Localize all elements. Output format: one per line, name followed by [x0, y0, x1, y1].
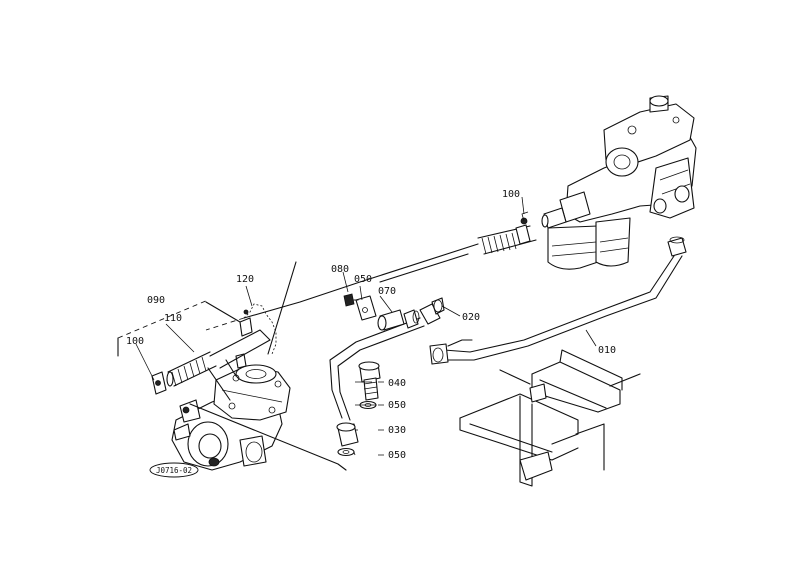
- coupling-070: [377, 309, 420, 331]
- banjo-bolt-stack: [336, 361, 381, 457]
- suction-line-hidden: [205, 317, 245, 331]
- pump-assembly: [541, 95, 697, 270]
- steering-column: [151, 329, 271, 414]
- callout-100-lower: 100: [126, 336, 144, 347]
- callout-120: 120: [236, 274, 254, 285]
- callout-100-upper: 100: [502, 189, 520, 200]
- callout-010: 010: [598, 345, 616, 356]
- feed-pipe: [329, 297, 445, 421]
- drawing-code: J0716-02: [156, 466, 192, 475]
- spline-gear: [239, 303, 277, 355]
- callout-080: 080: [331, 264, 349, 275]
- callout-040: 040: [388, 378, 406, 389]
- callout-060: 050: [354, 274, 372, 285]
- drawing-code-badge: J0716-02: [149, 462, 199, 478]
- callout-020: 020: [462, 312, 480, 323]
- callout-070: 070: [378, 286, 396, 297]
- group-bracket-090: [117, 299, 209, 339]
- suction-hose-upper: [477, 211, 537, 255]
- callout-030: 030: [388, 425, 406, 436]
- callout-110: 110: [164, 313, 182, 324]
- leader-lines: [135, 196, 597, 456]
- steering-gearbox: [171, 353, 291, 471]
- return-pipe: [429, 255, 683, 365]
- callout-090: 090: [147, 295, 165, 306]
- callout-050-upper: 050: [388, 400, 406, 411]
- bracket-060: [343, 293, 377, 321]
- frame-bracket: [459, 349, 641, 487]
- callout-050-lower: 050: [388, 450, 406, 461]
- suction-line: [243, 243, 479, 319]
